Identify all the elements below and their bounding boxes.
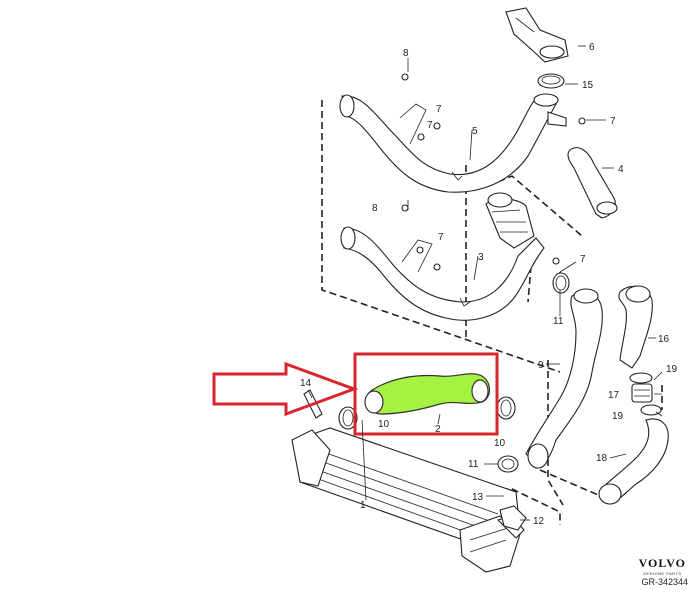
callout-labels: 6 15 7 4 5 8 7 8 7 3 7 7 11 16 9 19 17 1… xyxy=(300,42,678,527)
callout-17: 17 xyxy=(608,390,620,401)
part-12-bracket xyxy=(499,505,527,531)
part-1-intercooler xyxy=(291,427,525,573)
part-11-clamp-upper xyxy=(552,272,570,294)
callout-9: 9 xyxy=(538,360,544,371)
part-2-highlighted-hose xyxy=(353,352,499,436)
part-10-clamps xyxy=(338,396,516,430)
part-15-clamp xyxy=(537,73,565,89)
callout-15: 15 xyxy=(582,80,594,91)
callout-5: 5 xyxy=(472,126,478,137)
callout-3: 3 xyxy=(478,252,484,263)
callout-7: 7 xyxy=(580,254,586,265)
part-11-clamp-lower xyxy=(497,455,519,473)
part-3-charge-pipe xyxy=(340,192,545,321)
callout-7: 7 xyxy=(610,116,616,127)
callout-18: 18 xyxy=(596,453,608,464)
callout-11: 11 xyxy=(553,316,564,327)
callout-14: 14 xyxy=(300,378,312,389)
brand-logo-subtext: GENUINE PARTS xyxy=(642,571,682,576)
reference-code: GR-342344 xyxy=(641,577,688,587)
callout-13: 13 xyxy=(472,492,484,503)
callout-4: 4 xyxy=(618,164,624,175)
part-4-hose xyxy=(567,147,618,219)
leader-lines xyxy=(307,45,663,521)
callout-12: 12 xyxy=(533,516,545,527)
callout-8: 8 xyxy=(372,203,378,214)
volvo-logo: VOLVO GENUINE PARTS xyxy=(639,556,686,576)
callout-10: 10 xyxy=(378,419,390,430)
callout-16: 16 xyxy=(658,334,670,345)
callout-2: 2 xyxy=(435,424,441,435)
callout-8: 8 xyxy=(403,48,409,59)
part-17-connector xyxy=(629,372,662,416)
callout-6: 6 xyxy=(589,42,595,53)
red-arrow-icon xyxy=(212,361,359,417)
callout-10: 10 xyxy=(494,438,506,449)
callout-19: 19 xyxy=(612,411,624,422)
part-16-hose xyxy=(618,285,653,369)
callout-7: 7 xyxy=(436,104,442,115)
callout-7: 7 xyxy=(438,232,444,243)
callout-7: 7 xyxy=(427,120,433,131)
part-18-hose xyxy=(598,418,669,505)
brand-logo-text: VOLVO xyxy=(638,556,686,570)
part-6-air-duct xyxy=(505,7,569,63)
callout-11: 11 xyxy=(468,459,479,470)
callout-19: 19 xyxy=(666,364,678,375)
part-5-charge-pipe xyxy=(339,93,567,193)
callout-1: 1 xyxy=(360,500,366,511)
part-9-hose xyxy=(525,288,603,469)
